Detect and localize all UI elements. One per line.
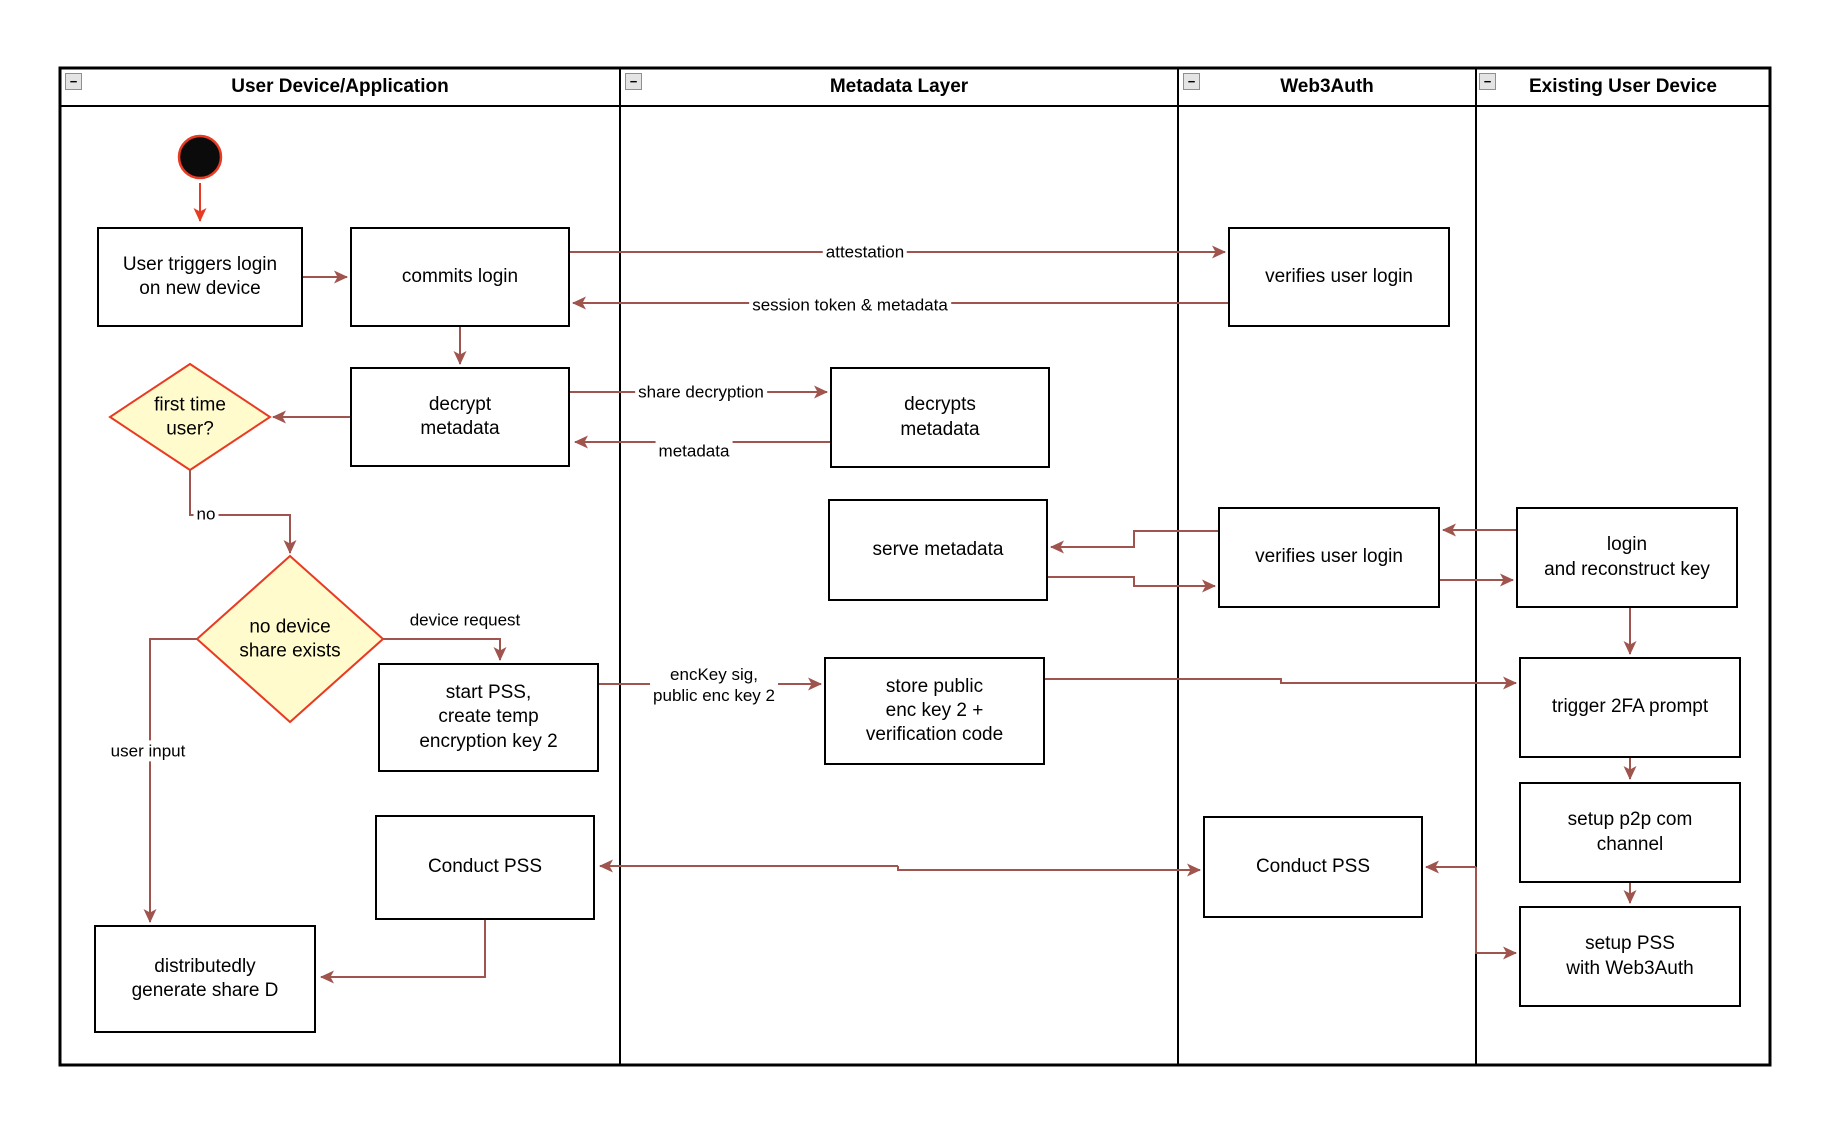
connector-store-to-2fa: [1045, 676, 1517, 690]
lane-header-existing-device: Existing User Device: [1529, 76, 1717, 97]
start-node[interactable]: [177, 134, 223, 180]
connector-verifies2-to-serve: [1050, 530, 1218, 554]
lane-header-metadata-layer: Metadata Layer: [829, 76, 969, 97]
edge-label-metadata: metadata: [655, 440, 733, 462]
collapse-lane-icon[interactable]: −: [65, 73, 82, 90]
node-conduct-pss-user[interactable]: Conduct PSS: [375, 815, 595, 920]
collapse-lane-icon[interactable]: −: [1183, 73, 1200, 90]
connector-device-request: [383, 638, 507, 661]
decision-first-time-user-label: first time user?: [154, 394, 226, 439]
lane-header-user-device: User Device/Application: [231, 76, 449, 97]
edge-label-session-token: session token & metadata: [749, 294, 951, 316]
edge-label-no: no: [193, 503, 219, 525]
collapse-lane-icon[interactable]: −: [625, 73, 642, 90]
edge-label-share-decryption: share decryption: [635, 381, 767, 403]
node-setup-pss-web3auth[interactable]: setup PSS with Web3Auth: [1519, 906, 1741, 1007]
edge-label-device-request: device request: [409, 610, 521, 630]
edge-label-user-input: user input: [107, 740, 189, 762]
node-trigger-2fa-prompt[interactable]: trigger 2FA prompt: [1519, 657, 1741, 758]
connector-user-input: [143, 638, 197, 923]
lane-header-web3auth: Web3Auth: [1280, 76, 1374, 97]
edge-label-attestation: attestation: [822, 241, 908, 263]
collapse-lane-icon[interactable]: −: [1479, 73, 1496, 90]
node-login-and-reconstruct-key[interactable]: login and reconstruct key: [1516, 507, 1738, 608]
connector-conduct-w3a-to-setup: [1475, 867, 1517, 960]
node-user-triggers-login[interactable]: User triggers login on new device: [97, 227, 303, 327]
connector-conduct-pss-right: [897, 863, 1201, 877]
node-commits-login[interactable]: commits login: [350, 227, 570, 327]
node-distributedly-generate-share[interactable]: distributedly generate share D: [94, 925, 316, 1033]
node-conduct-pss-web3auth[interactable]: Conduct PSS: [1203, 816, 1423, 918]
node-verifies-user-login-1[interactable]: verifies user login: [1228, 227, 1450, 327]
connector-no-branch: [189, 470, 297, 554]
node-store-public-enc-key[interactable]: store public enc key 2 + verification co…: [824, 657, 1045, 765]
node-setup-p2p-channel[interactable]: setup p2p com channel: [1519, 782, 1741, 883]
node-start-pss[interactable]: start PSS, create temp encryption key 2: [378, 663, 599, 772]
decision-no-device-share[interactable]: [195, 554, 385, 724]
connector-conduct-to-distributedly: [320, 920, 486, 984]
connector-serve-to-verifies2: [1048, 576, 1216, 593]
node-verifies-user-login-2[interactable]: verifies user login: [1218, 507, 1440, 608]
decision-no-device-share-label: no device share exists: [239, 616, 341, 661]
node-decrypt-metadata[interactable]: decrypt metadata: [350, 367, 570, 467]
node-serve-metadata[interactable]: serve metadata: [828, 499, 1048, 601]
edge-label-enckey-sig: encKey sig, public enc key 2: [650, 663, 778, 707]
node-decrypts-metadata[interactable]: decrypts metadata: [830, 367, 1050, 468]
